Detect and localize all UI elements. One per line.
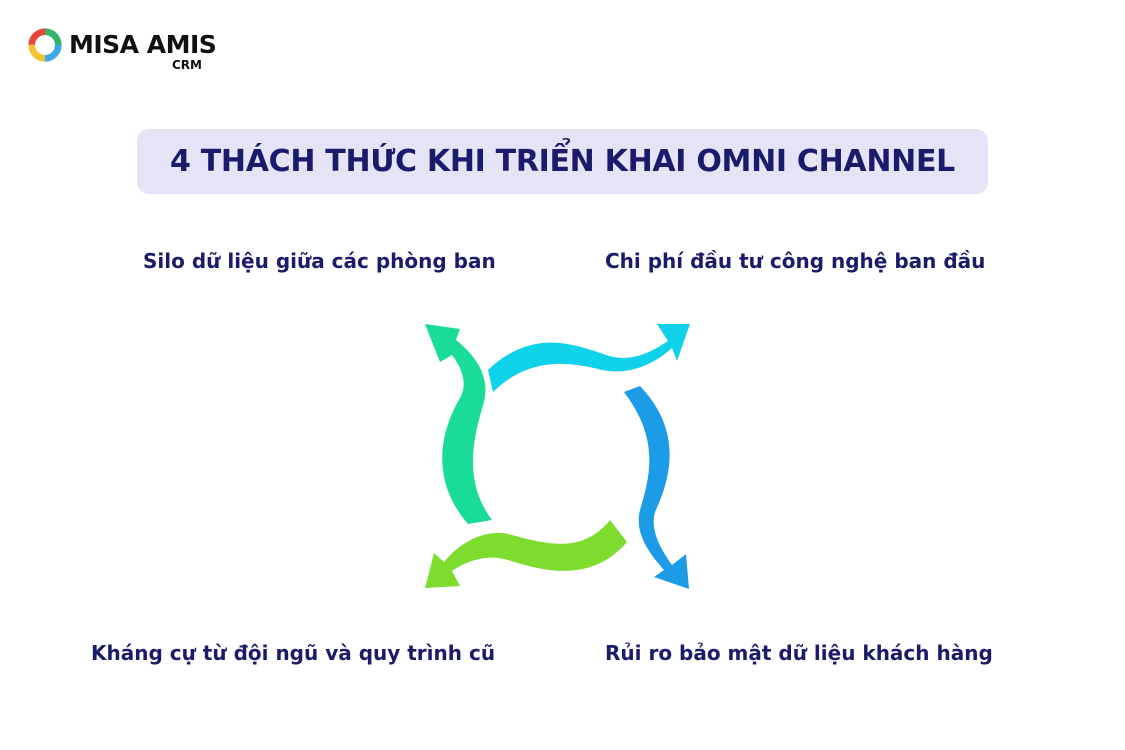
title-banner: 4 THÁCH THỨC KHI TRIỂN KHAI OMNI CHANNEL [137,129,988,194]
four-arrows-diagram [425,324,690,589]
logo-name: MISA AMIS [69,30,217,59]
challenge-label-data-silo: Silo dữ liệu giữa các phòng ban [143,249,496,273]
challenge-label-security-risk: Rủi ro bảo mật dữ liệu khách hàng [605,641,993,665]
arrow-bottom-right [624,386,689,589]
arrow-top-right [488,324,690,392]
logo-subtitle: CRM [172,58,202,72]
arrow-top-left [425,324,492,524]
page-title: 4 THÁCH THỨC KHI TRIỂN KHAI OMNI CHANNEL [170,144,955,179]
challenge-label-initial-cost: Chi phí đầu tư công nghệ ban đầu [605,249,986,273]
arrow-bottom-left [425,520,627,588]
challenge-label-resistance: Kháng cự từ đội ngũ và quy trình cũ [91,641,496,665]
logo: MISA AMIS CRM [26,26,226,76]
logo-mark-icon [28,28,62,62]
